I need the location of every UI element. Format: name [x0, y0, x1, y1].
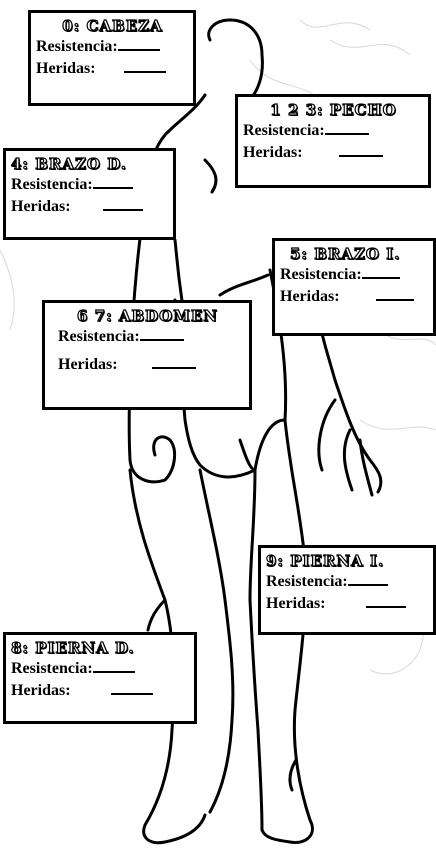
heridas-row: Heridas:	[11, 195, 169, 217]
zone-box-pecho: 1 2 3: PECHO Resistencia: Heridas:	[235, 94, 431, 188]
resistencia-label: Resistencia:	[280, 266, 362, 283]
heridas-row: Heridas:	[11, 679, 190, 701]
heridas-blank[interactable]	[338, 141, 383, 157]
leg-right-outer	[260, 418, 314, 845]
heridas-blank[interactable]	[102, 195, 143, 211]
resistencia-blank[interactable]	[361, 263, 400, 279]
heridas-row: Heridas:	[243, 141, 424, 163]
zone-box-abdomen: 6 7: ABDOMEN Resistencia: Heridas:	[42, 300, 252, 410]
resistencia-blank[interactable]	[347, 570, 388, 586]
resistencia-blank[interactable]	[92, 173, 133, 189]
heridas-row: Heridas:	[50, 353, 245, 375]
heridas-blank[interactable]	[375, 285, 414, 301]
resistencia-label: Resistencia:	[11, 660, 93, 677]
resistencia-row: Resistencia:	[50, 325, 245, 347]
resistencia-row: Resistencia:	[266, 570, 429, 592]
resistencia-row: Resistencia:	[280, 263, 429, 285]
resistencia-row: Resistencia:	[243, 119, 424, 141]
zone-title-brazo-i: 5: BRAZO I.	[289, 244, 401, 263]
resistencia-row: Resistencia:	[36, 35, 189, 57]
resistencia-label: Resistencia:	[266, 573, 348, 590]
heridas-label: Heridas:	[11, 198, 71, 215]
resistencia-row: Resistencia:	[11, 657, 190, 679]
resistencia-label: Resistencia:	[58, 328, 140, 345]
zone-title-pierna-d: 8: PIERNA D.	[10, 638, 135, 657]
head-outline	[207, 18, 264, 102]
leg-right-inner	[248, 468, 264, 832]
zone-title-pecho: 1 2 3: PECHO	[270, 100, 397, 119]
heridas-row: Heridas:	[36, 57, 189, 79]
heridas-blank[interactable]	[110, 679, 153, 695]
resistencia-blank[interactable]	[139, 325, 184, 341]
zone-title-brazo-d: 4: BRAZO D.	[10, 154, 127, 173]
resistencia-row: Resistencia:	[11, 173, 169, 195]
heridas-blank[interactable]	[151, 353, 196, 369]
zone-box-pierna-d: 8: PIERNA D. Resistencia: Heridas:	[3, 632, 197, 724]
zone-title-pierna-i: 9: PIERNA I.	[265, 551, 385, 570]
heridas-label: Heridas:	[11, 682, 71, 699]
heridas-blank[interactable]	[123, 57, 166, 73]
resistencia-blank[interactable]	[117, 35, 160, 51]
heridas-label: Heridas:	[58, 356, 118, 373]
zone-box-cabeza: 0: CABEZA Resistencia: Heridas:	[28, 10, 196, 106]
resistencia-blank[interactable]	[92, 657, 135, 673]
heridas-label: Heridas:	[266, 595, 326, 612]
heridas-label: Heridas:	[280, 288, 340, 305]
heridas-blank[interactable]	[365, 592, 406, 608]
zone-title-cabeza: 0: CABEZA	[62, 16, 163, 35]
zone-box-brazo-i: 5: BRAZO I. Resistencia: Heridas:	[272, 238, 436, 336]
heridas-row: Heridas:	[266, 592, 429, 614]
resistencia-label: Resistencia:	[11, 176, 93, 193]
resistencia-label: Resistencia:	[36, 38, 118, 55]
resistencia-blank[interactable]	[324, 119, 369, 135]
leg-left-outer	[128, 468, 207, 845]
zone-title-abdomen: 6 7: ABDOMEN	[76, 306, 218, 325]
leg-left-inner	[198, 468, 235, 814]
heridas-label: Heridas:	[36, 60, 96, 77]
resistencia-label: Resistencia:	[243, 122, 325, 139]
zone-box-pierna-i: 9: PIERNA I. Resistencia: Heridas:	[258, 545, 436, 635]
zone-box-brazo-d: 4: BRAZO D. Resistencia: Heridas:	[3, 148, 176, 240]
heridas-label: Heridas:	[243, 144, 303, 161]
heridas-row: Heridas:	[280, 285, 429, 307]
